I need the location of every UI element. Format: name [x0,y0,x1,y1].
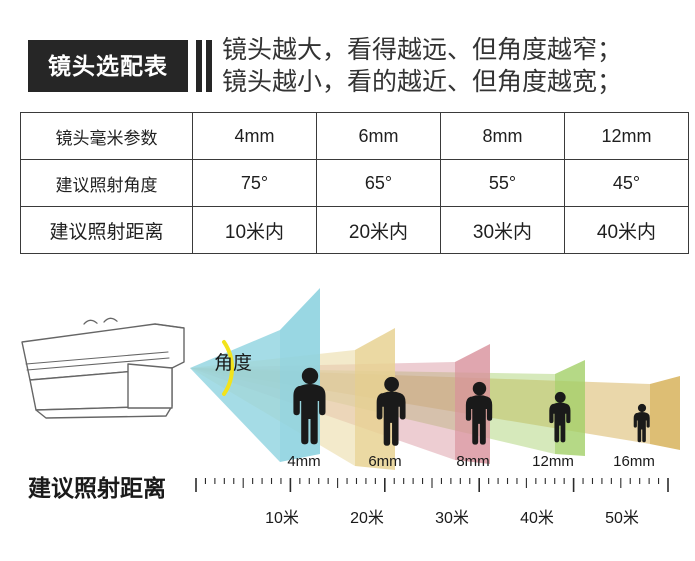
title-badge-label: 镜头选配表 [48,52,168,79]
table-row: 建议照射距离 10米内 20米内 30米内 40米内 [20,206,689,254]
cell-angle-2: 65° [316,159,441,207]
person-icon-6mm [376,376,406,446]
camera-icon [21,317,185,419]
cell-distance-4: 40米内 [564,206,689,254]
person-icon-8mm [465,381,493,445]
ruler-label-30m: 30米 [435,510,469,527]
row-header-angle: 建议照射角度 [20,159,193,207]
person-icon-12mm [549,391,571,443]
table-row: 建议照射角度 75° 65° 55° 45° [20,159,689,207]
cell-distance-1: 10米内 [192,206,317,254]
cell-angle-3: 55° [440,159,565,207]
header-subtitle-line-1: 镜头越大，看得越远、但角度越窄； [222,36,623,64]
header-subtitle-block: 镜头越大，看得越远、但角度越窄； 镜头越小，看的越近、但角度越宽； [222,34,682,98]
distance-ruler [195,478,669,492]
lens-label-6mm: 6mm [368,453,402,470]
cell-distance-3: 30米内 [440,206,565,254]
beam-4mm [190,288,320,462]
title-badge: 镜头选配表 [28,40,188,92]
header-subtitle-line-2: 镜头越小，看的越近、但角度越宽； [222,68,623,96]
person-icon-16mm [633,403,650,443]
cell-lens-mm-3: 8mm [440,112,565,160]
angle-arc-icon [222,340,235,396]
cell-lens-mm-1: 4mm [192,112,317,160]
distance-caption-label: 建议照射距离 [28,475,166,501]
cell-angle-4: 45° [564,159,689,207]
lens-label-16mm: 16mm [613,453,655,470]
lens-label-12mm: 12mm [532,453,574,470]
lens-spec-table: 镜头毫米参数 4mm 6mm 8mm 12mm 建议照射角度 75° 65° 5… [20,112,689,254]
ruler-label-50m: 50米 [605,510,639,527]
angle-label: 角度 [214,353,253,374]
coverage-diagram: 4mm 6mm 8mm 12mm 16mm 角度 建议照射距离 10米 20米 … [0,258,695,561]
lens-label-4mm: 4mm [287,453,321,470]
table-row: 镜头毫米参数 4mm 6mm 8mm 12mm [20,112,689,160]
coverage-diagram-svg [21,288,680,492]
cell-angle-1: 75° [192,159,317,207]
lens-label-8mm: 8mm [456,453,490,470]
header: 镜头选配表 镜头越大，看得越远、但角度越窄； 镜头越小，看的越近、但角度越宽； [0,0,695,108]
ruler-label-20m: 20米 [350,510,384,527]
header-divider-bar-right [206,40,212,92]
person-icon-4mm [293,367,326,445]
cell-distance-2: 20米内 [316,206,441,254]
person-group [293,367,650,446]
cell-lens-mm-2: 6mm [316,112,441,160]
ruler-label-10m: 10米 [265,510,299,527]
ruler-label-40m: 40米 [520,510,554,527]
header-divider-bar-left [196,40,202,92]
row-header-lens-mm: 镜头毫米参数 [20,112,193,160]
cell-lens-mm-4: 12mm [564,112,689,160]
row-header-distance: 建议照射距离 [20,206,193,254]
